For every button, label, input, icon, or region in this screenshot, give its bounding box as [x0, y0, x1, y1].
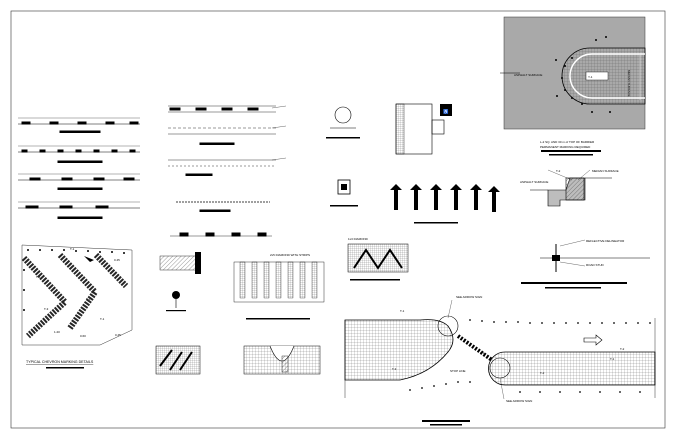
plan-label-2: STOP LINE	[450, 369, 466, 373]
chevron-label-5: T-1	[100, 317, 105, 321]
direction-arrow-symbols	[390, 184, 500, 224]
accessible-parking-detail: ♿	[395, 103, 452, 155]
kerb-label-1: Y-1	[588, 75, 593, 79]
misc-label-1: 2x5 DIAMOND WITH STRIPS	[270, 253, 310, 257]
island-plan-detail: SEE ARROW SIGN SEE ARROW SIGN T-1 STOP L…	[344, 295, 656, 426]
plan-label-4: T-2	[540, 371, 545, 375]
section-label-3: MEDIAN SURFACE	[592, 169, 619, 173]
kerb-note-1: L-2 SQ. AND 30 m of TOP OF BARRIER	[540, 140, 595, 144]
chevron-marking-detail: T-1 T-2 T-3 T-2 T-1 0.45 0.45 1.20 0.60 …	[21, 244, 133, 369]
plan-label-7: T-3	[392, 367, 397, 371]
callout-2: SEE ARROW SIGN	[506, 399, 532, 403]
lane-dimension-details	[18, 117, 140, 219]
svg-text:♿: ♿	[443, 109, 449, 114]
callout-1: SEE ARROW SIGN	[456, 295, 482, 299]
chevron-label-3: T-3	[44, 307, 49, 311]
misc-label-2: 1x3 DIAMOND	[348, 237, 369, 241]
chevron-label-4: T-2	[86, 297, 91, 301]
section-label-2: ASPHALT SURFACE	[520, 180, 548, 184]
chevron-title: TYPICAL CHEVRON MARKING DETAILS	[26, 360, 94, 364]
lane-line-details	[168, 105, 287, 237]
sheet-border	[10, 10, 666, 429]
chevron-label-1: T-1	[70, 247, 75, 251]
kerb-nose-plan-detail: Y-1 ASPHALT SURFACE MEDIAN SURFACE L-2 S…	[500, 16, 646, 156]
sign-symbol-details	[159, 106, 360, 312]
kerb-section-detail: T-2 ASPHALT SURFACE MEDIAN SURFACE	[520, 169, 619, 207]
chevron-label-8: 1.20	[54, 330, 60, 334]
chevron-label-6: 0.45	[114, 258, 120, 262]
chevron-label-7: 0.45	[115, 333, 121, 337]
pedestrian-crossing-detail: 2x5 DIAMOND WITH STRIPS	[233, 253, 325, 320]
island-small-details	[155, 345, 321, 375]
kerb-label-2: ASPHALT SURFACE	[514, 73, 542, 77]
diamond-marking-detail: 1x3 DIAMOND	[347, 237, 409, 281]
section-label-1: T-2	[556, 169, 561, 173]
plan-label-3: T-3	[480, 351, 485, 355]
chevron-label-2: T-2	[36, 275, 41, 279]
plan-label-1: T-1	[400, 309, 405, 313]
chevron-label-9: 0.60	[80, 334, 86, 338]
reflector-label-1: REFLECTIVE DELINEATOR	[586, 239, 625, 243]
plan-label-6: T-2	[620, 347, 625, 351]
reflector-label-2: ROAD STUD	[586, 263, 605, 267]
kerb-note-2: PERMANENT MARKING REQUIRED	[540, 145, 591, 149]
plan-label-5: T-1	[610, 357, 615, 361]
kerb-label-3: MEDIAN SURFACE	[627, 70, 631, 97]
reflector-detail: REFLECTIVE DELINEATOR ROAD STUD	[521, 239, 650, 289]
